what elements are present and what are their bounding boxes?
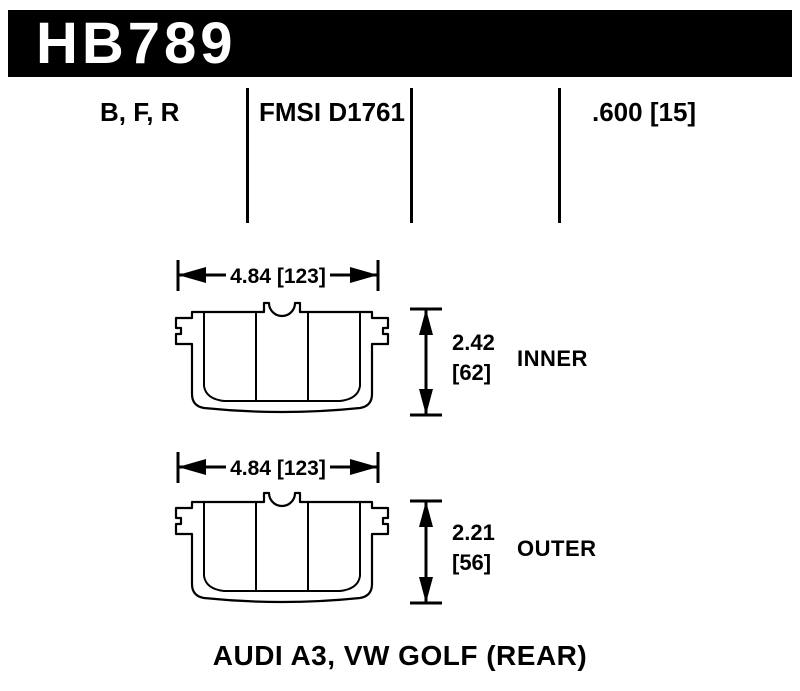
width-dim-label-inner: 4.84 [123] — [230, 265, 326, 288]
width-dimension-arrow-inner: 4.84 [123] — [176, 260, 380, 291]
pad-friction-outline — [203, 312, 361, 402]
pad-friction-outline — [203, 502, 361, 592]
height-dim-outer: 2.21 [56] — [452, 518, 495, 577]
arrowhead-down-icon — [419, 389, 433, 415]
position-label-inner: INNER — [517, 346, 588, 371]
arrowhead-down-icon — [419, 577, 433, 603]
height-dim-outer-in: 2.21 — [452, 520, 495, 545]
pad-backplate-outline — [174, 301, 390, 414]
spec-divider-1 — [246, 88, 249, 223]
header-bar: HB789 — [8, 10, 792, 77]
arrowhead-up-icon — [419, 501, 433, 527]
height-dimension-arrow-inner — [410, 307, 442, 417]
brake-pad-drawing-inner — [174, 301, 390, 414]
arrowhead-left-icon — [178, 267, 206, 283]
spec-divider-2 — [410, 88, 413, 223]
part-number: HB789 — [36, 10, 237, 76]
height-dim-outer-mm: [56] — [452, 549, 492, 575]
height-dim-inner: 2.42 [62] — [452, 328, 495, 387]
brake-pad-drawing-outer — [174, 491, 390, 604]
pad-thickness: .600 [15] — [592, 97, 697, 127]
position-label-outer: OUTER — [517, 536, 597, 561]
spec-divider-3 — [558, 88, 561, 223]
width-dimension-arrow-outer: 4.84 [123] — [176, 452, 380, 483]
height-dim-inner-mm: [62] — [452, 359, 492, 385]
pad-backplate-outline — [174, 491, 390, 604]
height-dim-inner-in: 2.42 — [452, 330, 495, 355]
width-dim-label-outer: 4.84 [123] — [230, 457, 326, 480]
arrowhead-right-icon — [350, 267, 378, 283]
arrowhead-right-icon — [350, 459, 378, 475]
compound-codes: B, F, R — [100, 97, 180, 127]
fmsi-number: FMSI D1761 — [259, 97, 405, 127]
height-dimension-arrow-outer — [410, 499, 442, 605]
application-text: AUDI A3, VW GOLF (REAR) — [212, 640, 588, 671]
arrowhead-up-icon — [419, 309, 433, 335]
arrowhead-left-icon — [178, 459, 206, 475]
